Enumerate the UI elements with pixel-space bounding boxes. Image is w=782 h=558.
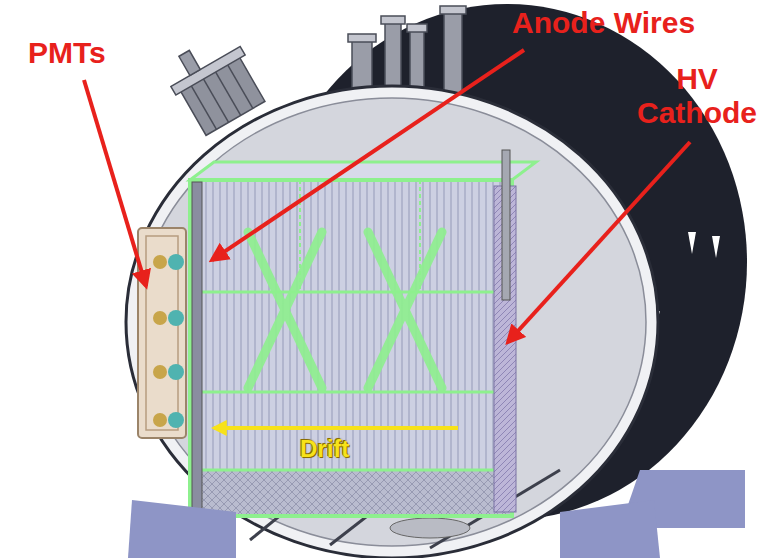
part-label: PMTs — [28, 36, 148, 70]
cryostat-interior — [138, 98, 646, 546]
tpc-bottom — [190, 470, 512, 516]
leader-arrows — [84, 50, 690, 342]
support-saddle — [560, 500, 660, 558]
cryostat-face — [126, 86, 658, 558]
drift-arrow — [214, 426, 458, 430]
pmt-rack — [138, 228, 186, 438]
part-label: HV Cathode — [622, 62, 772, 129]
leader-line — [508, 142, 690, 342]
part-label: Anode Wires — [512, 6, 774, 40]
hv-feedthrough — [502, 150, 510, 300]
leader-line — [84, 80, 146, 286]
leader-line — [212, 50, 524, 260]
anode-plane — [192, 182, 202, 514]
tpc-field-cage — [190, 180, 512, 470]
sump — [390, 518, 470, 538]
support-saddle — [128, 500, 236, 558]
tpc-top — [190, 162, 536, 180]
direction-label: Drift — [300, 436, 410, 463]
tpc-frame — [190, 180, 512, 516]
